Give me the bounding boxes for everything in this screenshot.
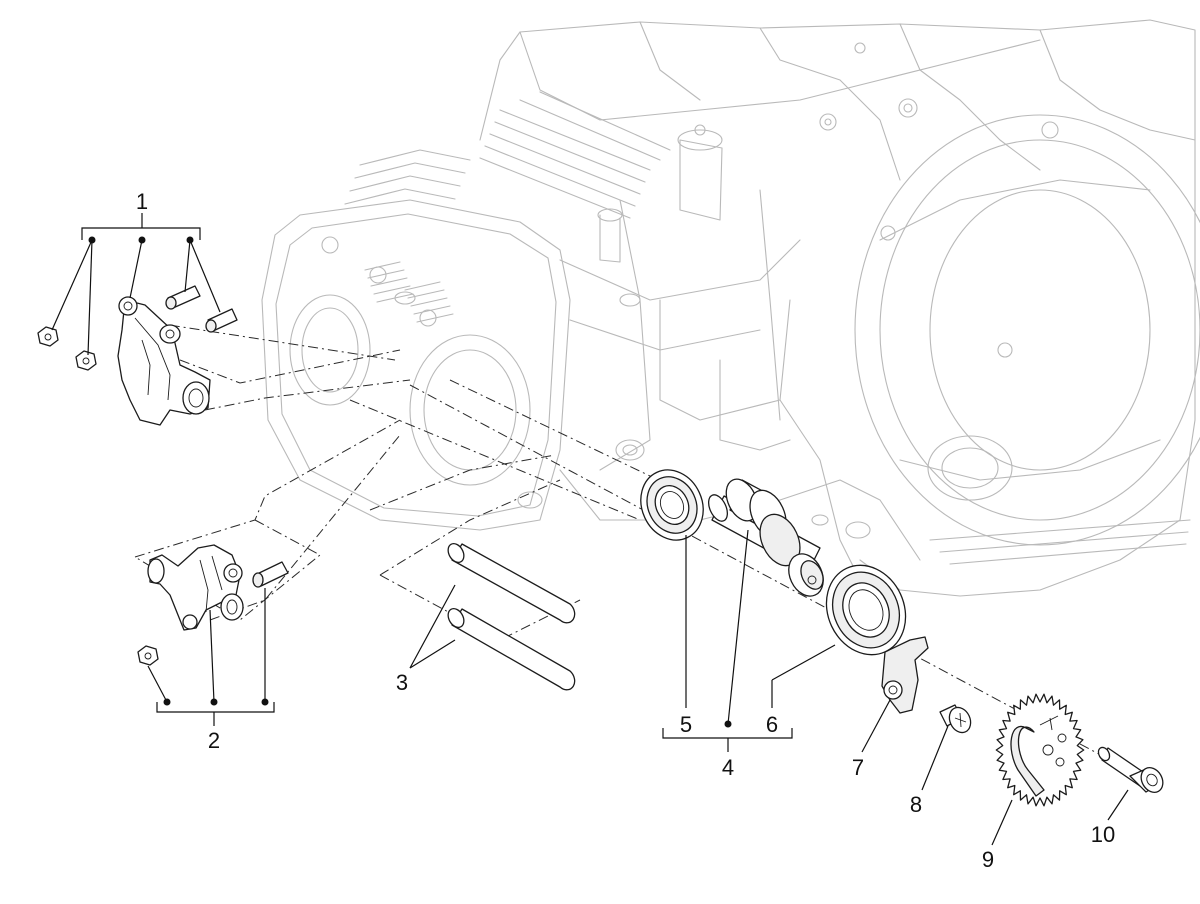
rocker-shafts-3 bbox=[447, 543, 576, 691]
callout-1: 1 bbox=[136, 189, 148, 214]
callout-2: 2 bbox=[208, 728, 220, 753]
camshaft-bearing-6 bbox=[825, 564, 907, 656]
engine-housing-ghost bbox=[261, 19, 1200, 597]
callout-5: 5 bbox=[680, 712, 692, 737]
callout-8: 8 bbox=[910, 792, 922, 817]
decompressor-weight-7 bbox=[881, 636, 929, 714]
countersunk-screw-8 bbox=[939, 704, 972, 734]
callout-7: 7 bbox=[852, 755, 864, 780]
rocker-arm-assembly-2 bbox=[137, 544, 289, 666]
camshaft-bearing-5 bbox=[640, 469, 704, 541]
callout-leaders bbox=[51, 213, 1129, 846]
callout-6: 6 bbox=[766, 712, 778, 737]
timing-sprocket-9 bbox=[995, 693, 1085, 807]
callout-10: 10 bbox=[1091, 822, 1115, 847]
callout-3: 3 bbox=[396, 670, 408, 695]
callout-4: 4 bbox=[722, 755, 734, 780]
rocker-arm-assembly-1 bbox=[37, 285, 238, 426]
callout-labels: 1 2 3 4 5 6 7 8 9 10 bbox=[136, 189, 1115, 872]
camshaft-4 bbox=[707, 478, 824, 597]
assembly-axis-lines bbox=[134, 321, 1111, 761]
callout-9: 9 bbox=[982, 847, 994, 872]
sprocket-bolt-10 bbox=[1097, 746, 1164, 793]
